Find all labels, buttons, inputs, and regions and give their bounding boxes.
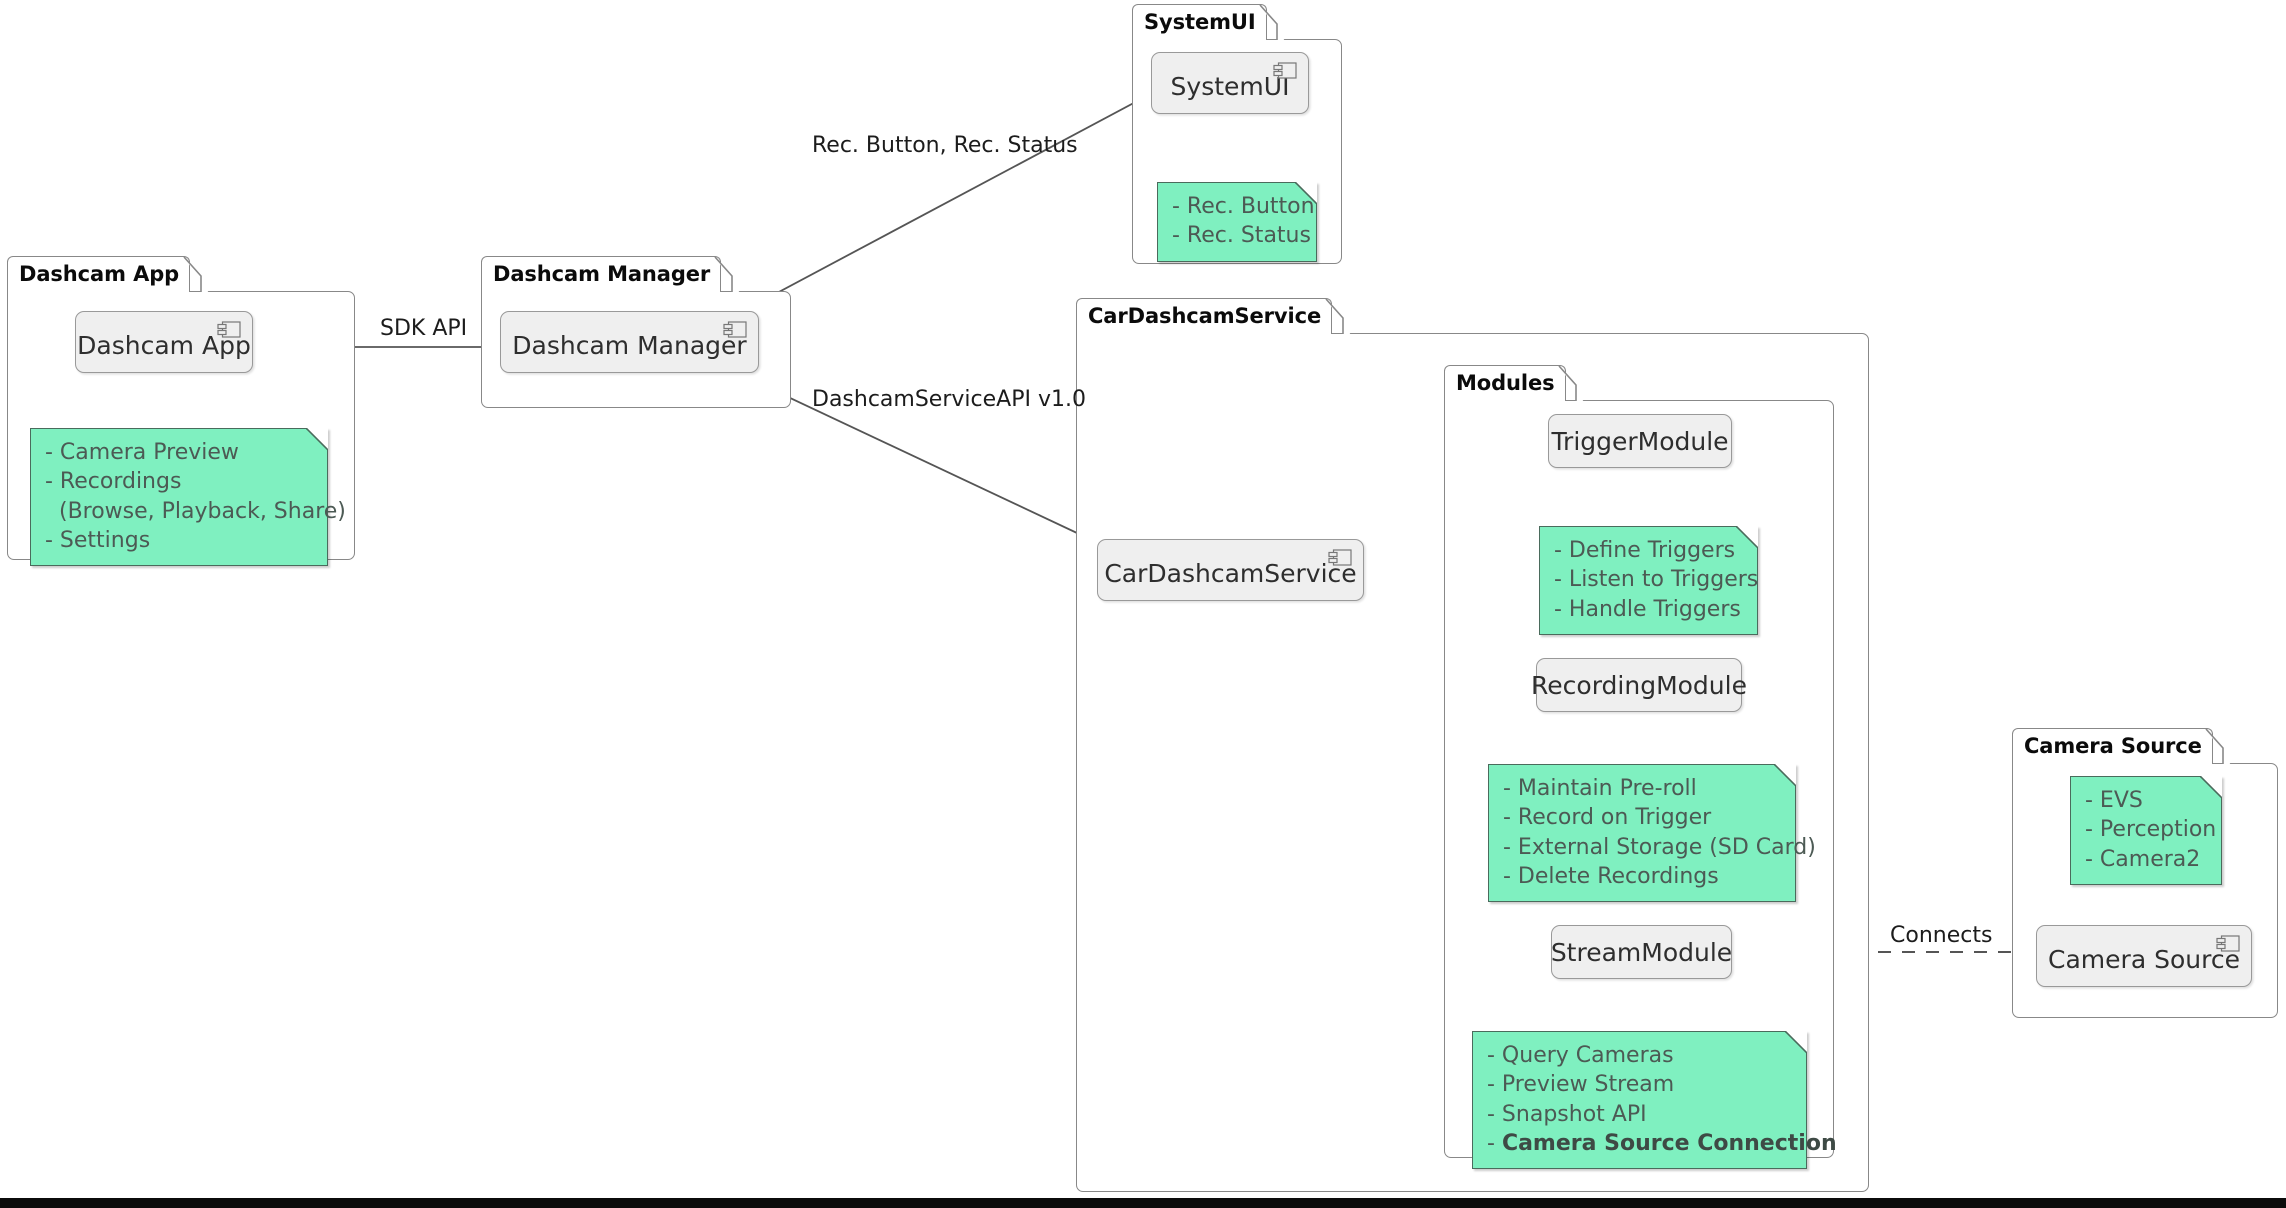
component-label-dashcam-app: Dashcam App [77,330,251,360]
edge-label-rec-button-status: Rec. Button, Rec. Status [812,135,1078,157]
package-tab-camera-source: Camera Source [2012,728,2213,764]
note-dashcam-app: - Camera Preview - Recordings (Browse, P… [30,427,346,566]
note-fold-icon [1735,525,1759,549]
package-tab-slant-dashcam-manager [714,256,740,292]
note-fold-icon [305,427,329,451]
component-label-dashcam-manager: Dashcam Manager [512,330,747,360]
component-label-systemui: SystemUI [1170,71,1290,101]
package-label-dashcam-manager: Dashcam Manager [493,262,711,286]
package-label-cardashcamservice: CarDashcamService [1088,304,1322,328]
component-icon [1328,549,1352,566]
note-streammodule: - Query Cameras - Preview Stream - Snaps… [1472,1030,1837,1169]
note-streammodule-plain: - Query Cameras - Preview Stream - Snaps… [1487,1043,1675,1156]
package-tab-modules: Modules [1444,365,1566,401]
component-systemui[interactable]: SystemUI [1151,52,1309,114]
package-tab-slant-camera-source [2205,728,2231,764]
package-tab-cardashcamservice: CarDashcamService [1076,298,1333,334]
package-label-systemui: SystemUI [1144,10,1256,34]
package-tab-slant-systemui [1259,4,1285,40]
component-icon [2216,935,2240,952]
edge-label-sdk-api: SDK API [380,318,467,340]
package-tab-slant-cardashcamservice [1325,298,1351,334]
package-tab-slant-dashcam-app [183,256,209,292]
component-recordingmodule[interactable]: RecordingModule [1531,658,1747,712]
package-tab-dashcam-app: Dashcam App [7,256,191,292]
note-triggermodule-text: - Define Triggers - Listen to Triggers -… [1554,538,1759,622]
package-label-dashcam-app: Dashcam App [19,262,180,286]
component-label-cardashcamservice: CarDashcamService [1104,558,1357,588]
note-systemui-text: - Rec. Button - Rec. Status [1172,194,1315,249]
note-recordingmodule: - Maintain Pre-roll - Record on Trigger … [1488,763,1816,902]
edge-rec-button-status [729,96,1146,319]
note-triggermodule: - Define Triggers - Listen to Triggers -… [1539,525,1759,635]
note-camera-source-text: - EVS - Perception - Camera2 [2085,788,2217,872]
edge-label-dashcamserviceapi: DashcamServiceAPI v1.0 [812,389,1086,411]
note-fold-icon [1784,1030,1808,1054]
bottom-chrome-band [0,1198,2286,1208]
note-recordingmodule-text: - Maintain Pre-roll - Record on Trigger … [1503,776,1816,889]
package-tab-systemui: SystemUI [1132,4,1267,40]
component-streammodule[interactable]: StreamModule [1551,925,1732,979]
package-tab-slant-modules [1558,365,1584,401]
note-dashcam-app-text: - Camera Preview - Recordings (Browse, P… [45,440,346,553]
note-fold-icon [2199,775,2223,799]
edge-label-sdk-api-text: SDK API [380,316,468,341]
package-label-camera-source: Camera Source [2024,734,2202,758]
edge-label-connects-text: Connects [1890,923,1993,948]
component-label-triggermodule: TriggerModule [1551,426,1729,456]
component-label-camera-source: Camera Source [2048,944,2240,974]
component-icon [723,321,747,338]
component-icon [1273,62,1297,79]
component-camera-source[interactable]: Camera Source [2036,925,2252,987]
component-label-streammodule: StreamModule [1550,937,1733,967]
note-fold-icon [1294,181,1318,205]
note-streammodule-bold: Camera Source Connection [1501,1130,1837,1156]
component-dashcam-app[interactable]: Dashcam App [75,311,253,373]
component-icon [217,321,241,338]
edge-label-rec-button-status-text: Rec. Button, Rec. Status [812,133,1078,158]
note-systemui: - Rec. Button - Rec. Status [1157,181,1318,262]
package-label-modules: Modules [1456,371,1555,395]
component-cardashcamservice[interactable]: CarDashcamService [1097,539,1364,601]
note-fold-icon [1773,763,1797,787]
note-camera-source: - EVS - Perception - Camera2 [2070,775,2223,885]
component-label-recordingmodule: RecordingModule [1531,670,1747,700]
note-streammodule-text: - Query Cameras - Preview Stream - Snaps… [1487,1041,1837,1158]
edge-label-dashcamserviceapi-text: DashcamServiceAPI v1.0 [812,387,1086,412]
package-tab-dashcam-manager: Dashcam Manager [481,256,722,292]
component-dashcam-manager[interactable]: Dashcam Manager [500,311,759,373]
component-triggermodule[interactable]: TriggerModule [1548,414,1732,468]
edge-label-connects: Connects [1890,925,1992,947]
